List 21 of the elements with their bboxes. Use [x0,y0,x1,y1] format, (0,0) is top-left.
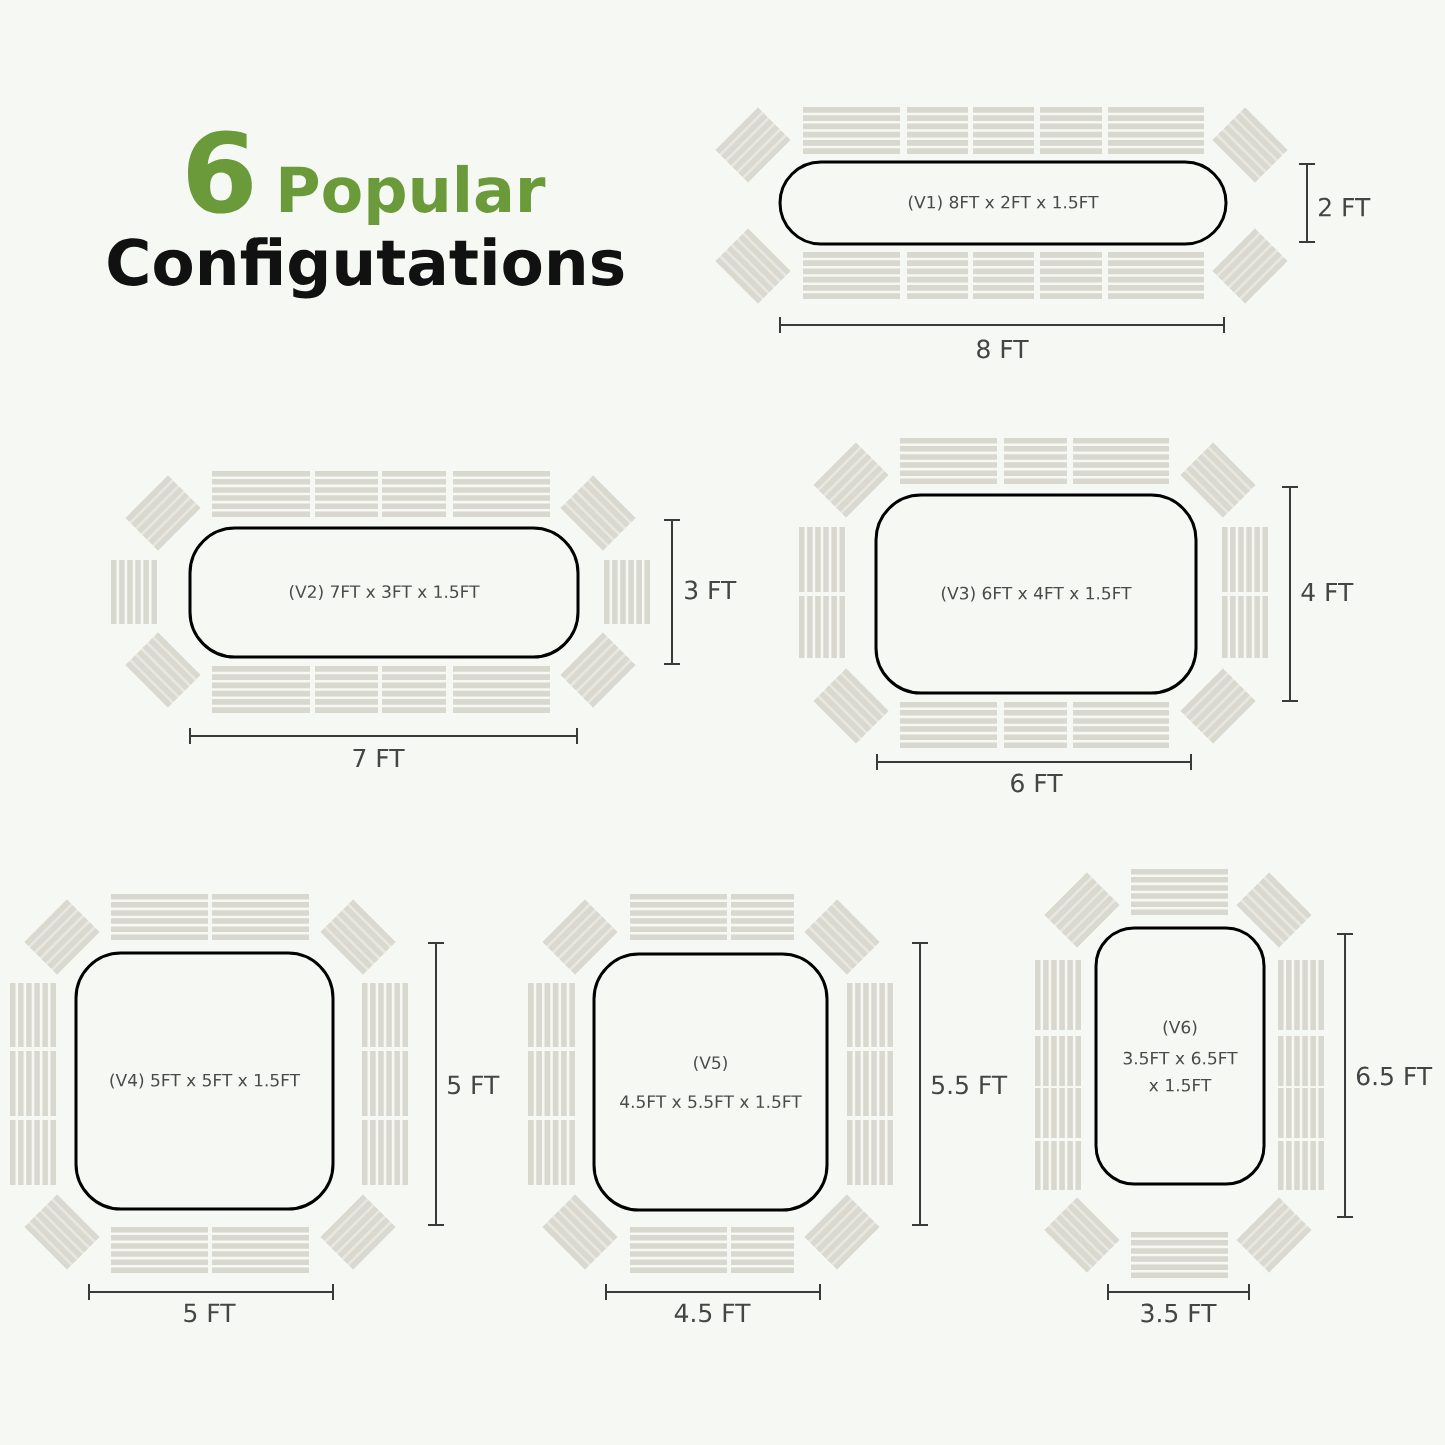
heading: Popular [280,164,546,225]
dimension-label: 2 FT [1319,197,1371,217]
table-box: (V4) 5FT x 5FT x 1.5FT [74,951,335,1211]
dimension-label: 4 FT [1301,582,1354,602]
dimension-label: 7 FT [353,748,405,768]
table-box: (V2) 7FT x 3FT x 1.5FT [188,526,580,659]
heading-numeral: 6 [188,130,252,214]
table-box: (V3) 6FT x 4FT x 1.5FT [874,493,1198,695]
dimension-label: 5 FT [448,1075,500,1095]
dimension-label: 6 FT [1011,773,1063,793]
dimension-label: 3.5 FT [1141,1303,1217,1323]
dimension-label: 6.5 FT [1356,1066,1433,1086]
dimension-label: 8 FT [977,339,1029,359]
heading: Configutations [108,237,624,299]
dimension-label: 4.5 FT [674,1303,751,1323]
table-box: (V6) 3.5FT x 6.5FT x 1.5FT [1094,926,1266,1186]
table-box: (V1) 8FT x 2FT x 1.5FT [778,160,1228,246]
dimension-label: 3 FT [685,580,737,600]
table-box: (V5) 4.5FT x 5.5FT x 1.5FT [592,952,829,1212]
dimension-label: 5.5 FT [932,1075,1008,1095]
dimension-label: 5 FT [184,1303,236,1323]
